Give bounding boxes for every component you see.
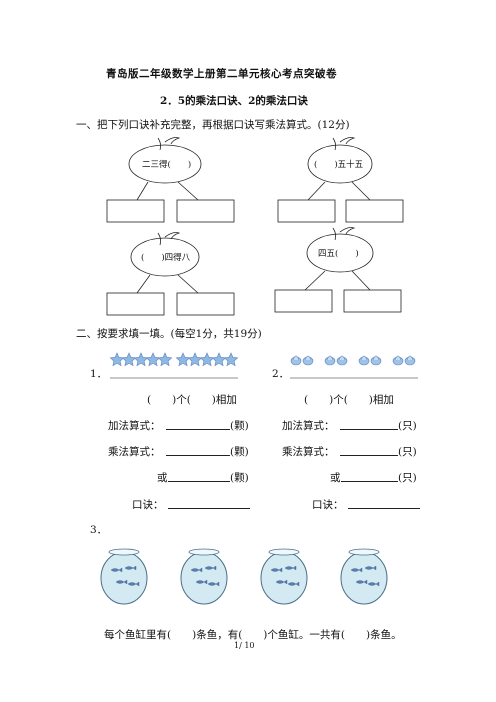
q2-koujue-label: 口诀：	[312, 499, 344, 511]
q1-mul-blank[interactable]	[166, 455, 230, 456]
q2-koujue-blank[interactable]	[348, 508, 420, 509]
fish-icon	[115, 579, 128, 585]
star-icon	[133, 352, 149, 367]
q1-mul-label: 乘法算式：	[108, 446, 161, 458]
apple-2-label: ( )五十五	[314, 159, 364, 170]
fish-bowl-icon	[340, 548, 388, 605]
star-icon	[187, 352, 203, 367]
fish-icon	[207, 581, 220, 587]
bird-icon	[392, 355, 404, 366]
fish-icon	[190, 567, 203, 573]
bird-icon	[302, 355, 314, 366]
q1-add-label: 加法算式：	[108, 420, 161, 432]
bird-icon	[336, 355, 348, 366]
fish-icon	[124, 565, 137, 571]
q2-blank-line: ( )个( )相加	[304, 394, 394, 406]
section1-heading: 一、把下列口诀补充完整，再根据口诀写乘法算式。(12分)	[76, 119, 350, 131]
q1-koujue-blank[interactable]	[168, 508, 250, 509]
apple-2	[277, 137, 404, 223]
fish-icon	[270, 567, 283, 573]
fish-icon	[287, 581, 300, 587]
apple-1	[106, 137, 235, 223]
q2-or-label: 或	[330, 472, 341, 484]
q1-or-blank[interactable]	[168, 481, 230, 482]
section2-heading: 二、按要求填一填。(每空1分，共19分)	[76, 328, 262, 340]
bird-icon	[290, 355, 302, 366]
star-icon	[145, 352, 161, 367]
q1-add-blank[interactable]	[166, 429, 230, 430]
fish-icon	[110, 567, 123, 573]
apple-3-label: ( )四得八	[141, 252, 191, 263]
q1-or-unit: (颗)	[230, 472, 249, 484]
bird-icon	[358, 355, 370, 366]
fish-icon	[127, 581, 140, 587]
q2-mul-label: 乘法算式：	[282, 446, 335, 458]
star-icon	[199, 352, 215, 367]
fish-icon	[350, 567, 363, 573]
fish-icon	[195, 579, 208, 585]
fish-bowls	[100, 548, 388, 605]
q2-mul-blank[interactable]	[340, 455, 398, 456]
page-number: 1/ 10	[234, 641, 255, 650]
fish-bowl-icon	[180, 548, 228, 605]
q3-sentence: 每个鱼缸里有( )条鱼，有( )个鱼缸。一共有( )条鱼。	[104, 629, 402, 641]
star-icon	[211, 352, 227, 367]
q3-number: 3．	[90, 524, 108, 536]
fish-bowl-icon	[100, 548, 148, 605]
q2-or-blank[interactable]	[341, 481, 398, 482]
star-icon	[157, 352, 173, 367]
star-icon	[121, 352, 137, 367]
fish-icon	[204, 565, 217, 571]
apple-1-label: 二三得( )	[142, 159, 191, 170]
birds-group	[290, 355, 418, 379]
fish-icon	[367, 581, 380, 587]
fish-icon	[355, 579, 368, 585]
q1-number: 1．	[90, 368, 108, 380]
star-icon	[175, 352, 191, 367]
star-icon	[223, 352, 239, 367]
page-title: 青岛版二年级数学上册第二单元核心考点突破卷	[106, 68, 337, 80]
stars-group	[109, 352, 239, 379]
apple-4-label: 四五( )	[318, 248, 359, 259]
q1-or-label: 或	[157, 472, 168, 484]
q1-add-unit: (颗)	[230, 420, 249, 432]
bird-icon	[324, 355, 336, 366]
q1-mul-unit: (颗)	[230, 446, 249, 458]
fish-icon	[284, 565, 297, 571]
apple-4	[274, 227, 402, 313]
q1-koujue-label: 口诀：	[132, 499, 164, 511]
q2-mul-unit: (只)	[398, 446, 417, 458]
q2-add-label: 加法算式：	[282, 420, 335, 432]
q2-add-unit: (只)	[398, 420, 417, 432]
apple-3	[106, 232, 235, 316]
apple-diagrams: 二三得( ) ( )五十五 ( )四得八 四五( )	[106, 137, 404, 316]
star-icon	[109, 352, 125, 367]
fish-icon	[364, 565, 377, 571]
q2-or-unit: (只)	[398, 472, 417, 484]
fish-bowl-icon	[260, 548, 308, 605]
bird-icon	[404, 355, 416, 366]
page-subtitle: 2．5的乘法口诀、2的乘法口诀	[160, 95, 308, 107]
bird-icon	[370, 355, 382, 366]
q1-blank-line: ( )个( )相加	[147, 394, 237, 406]
fish-icon	[275, 579, 288, 585]
q2-number: 2．	[272, 368, 290, 380]
q2-add-blank[interactable]	[340, 429, 398, 430]
